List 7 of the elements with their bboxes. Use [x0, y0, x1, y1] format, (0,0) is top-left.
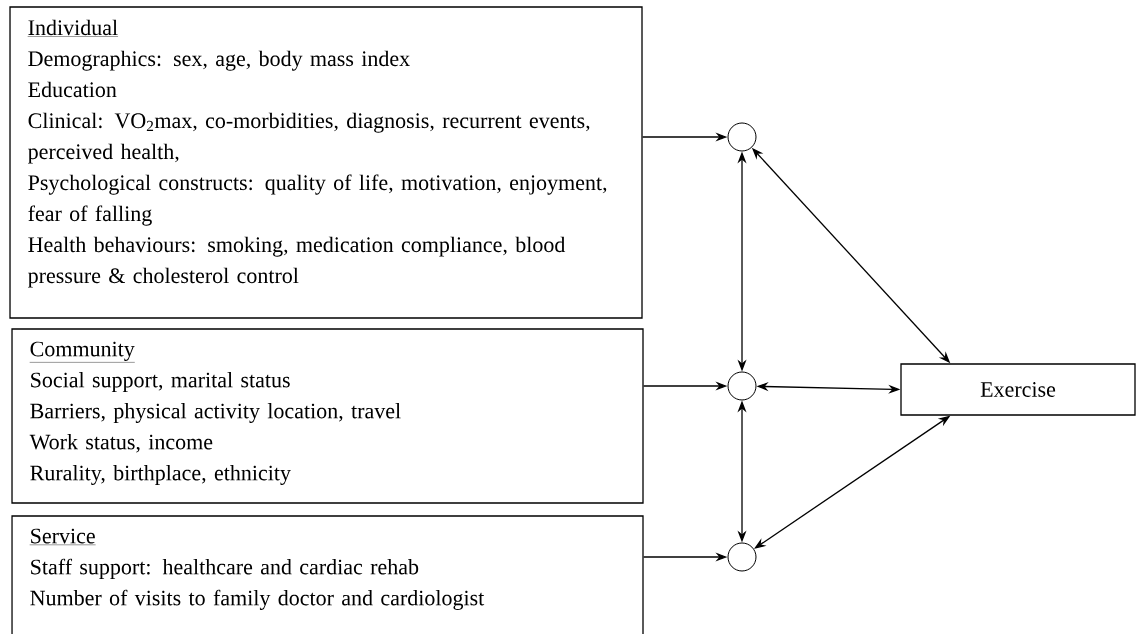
junction-circle: [727, 122, 757, 152]
factor-box: Individual Demographics: sex, age, body mass index Education Clinical: VO$_{2}$max, co-morbidities, diagnosis, recurrent events, perceived health, Psychological constructs: quality of life, motivation, enjoyment, fear of falling Health behaviours: smoking, medication compliance, blood pressure & cholesterol control: [9, 6, 643, 319]
junction-circle: [727, 371, 757, 401]
factor-box: Community Social support, marital status Barriers, physical activity location, travel Work status, income Rurality, birthplace, ethnicity: [11, 328, 644, 504]
outcome-box: Exercise: [900, 363, 1136, 416]
junction-circle: [727, 542, 757, 572]
factor-box: Service Staff support: healthcare and cardiac rehab Number of visits to family doctor and cardiologist: [11, 515, 644, 634]
